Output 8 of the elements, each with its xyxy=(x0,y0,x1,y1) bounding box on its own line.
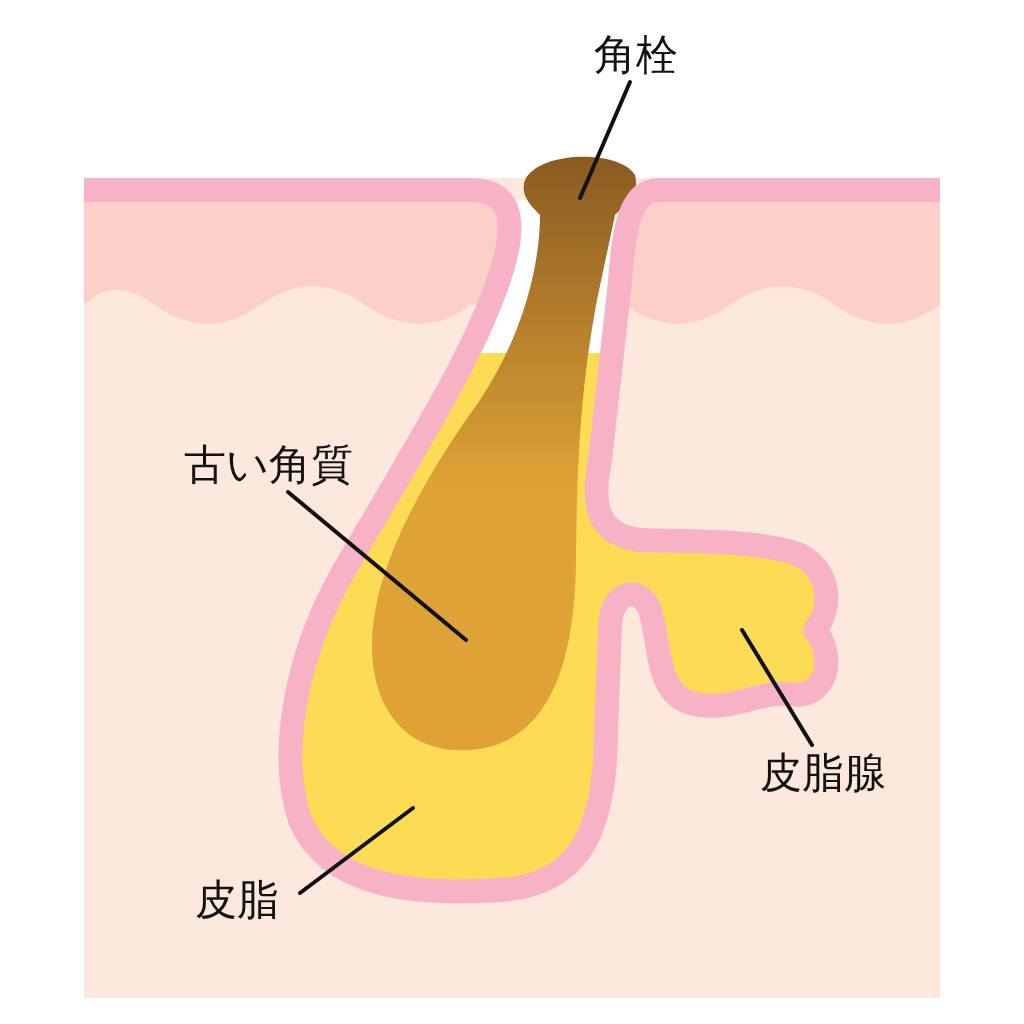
leader-line xyxy=(740,628,814,747)
part-label: 皮脂 xyxy=(191,877,283,923)
part-label: 角栓 xyxy=(590,32,682,78)
leader-line xyxy=(286,490,468,642)
part-label: 古い角質 xyxy=(179,442,357,488)
leader-line xyxy=(298,806,415,895)
part-label: 皮脂腺 xyxy=(756,750,890,796)
leader-line xyxy=(578,80,632,200)
